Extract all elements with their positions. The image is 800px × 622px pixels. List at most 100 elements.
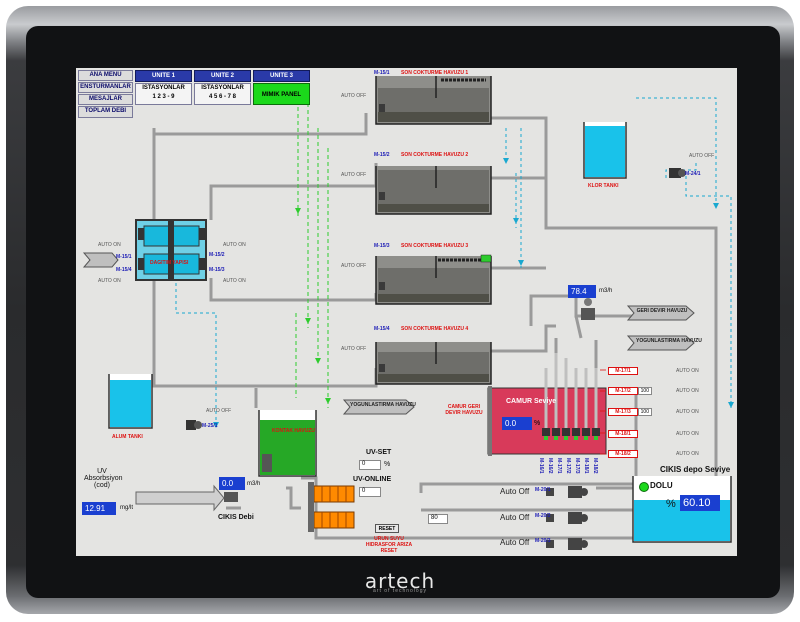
outflow-valve: [224, 492, 238, 502]
pump-m20-2-id: M-20/2: [535, 513, 551, 519]
uv-set-input[interactable]: 0: [359, 460, 381, 470]
yogunlastirma-arrow: [626, 335, 695, 351]
uv-set-unit: %: [384, 461, 391, 468]
distribution-name: DAGITIM YAPISI: [150, 260, 189, 266]
chemical-lines: [175, 97, 732, 428]
tab-unite-1[interactable]: UNITE 1: [135, 70, 192, 82]
tank-3-mode[interactable]: AUTO OFF: [341, 263, 367, 269]
pump-m17-3-value[interactable]: 100: [638, 408, 652, 416]
pump-m18-2-mode[interactable]: AUTO ON: [676, 451, 699, 457]
tank-1-shape: [375, 76, 492, 125]
brand-tagline: art of technology: [373, 588, 427, 594]
uv-reactor-shape: [308, 482, 355, 532]
tab-unite-3[interactable]: UNITE 3: [253, 70, 310, 82]
dist-left-1-mode[interactable]: AUTO ON: [98, 242, 121, 248]
menu-ensturmanlar[interactable]: ENSTURMANLAR: [78, 82, 133, 93]
yogunlastirma-label: YOGUNLASTIRMA HAVUZU: [636, 338, 702, 344]
pipe-to-depot: [491, 116, 718, 478]
pump-m17-2-id[interactable]: M-17/2: [608, 387, 638, 395]
depot-level-title: CIKIS depo Seviye: [660, 465, 731, 474]
inlet-arrow: [82, 252, 119, 268]
geri-devir-arrow: [626, 305, 695, 321]
pump-m17-1-id[interactable]: M-17/1: [608, 367, 638, 375]
dist-right-2-mode[interactable]: AUTO ON: [223, 278, 246, 284]
yogunlastirma2-label: YOGUNLASTIRMA HAVUZU: [350, 402, 416, 408]
tank-2-mode[interactable]: AUTO OFF: [341, 172, 367, 178]
chlor-tank-name: KLOR TANKI: [588, 183, 619, 189]
pump-m20-1-mode[interactable]: Auto Off: [500, 487, 530, 496]
flow-arrows: [295, 208, 331, 404]
pump-m17-2-value[interactable]: 100: [638, 387, 652, 395]
sludge-tank-name: CAMUR GERI DEVIR HAVUZU: [445, 404, 483, 416]
flow-unit: m3/h: [599, 288, 613, 294]
tank-1-name: SON COKTURME HAVUZU 1: [401, 70, 469, 76]
pump-m24-shape: [669, 168, 686, 178]
outflow-label: CIKIS Debi: [218, 514, 254, 521]
pump-m17-3-mode[interactable]: AUTO ON: [676, 409, 699, 415]
pump-m18-1-id[interactable]: M-18/1: [608, 430, 638, 438]
pump-m17-2-mode[interactable]: AUTO ON: [676, 388, 699, 394]
scada-screen: ANA MENU ENSTURMANLAR MESAJLAR TOPLAM DE…: [76, 68, 737, 556]
depot-unit: %: [666, 498, 676, 510]
tab-unite-2[interactable]: UNITE 2: [194, 70, 251, 82]
sedimentation-tanks: [375, 76, 492, 385]
distribution-structure: [135, 219, 207, 281]
sludge-level-title: CAMUR Seviye: [506, 398, 557, 405]
dist-right-1-mode[interactable]: AUTO ON: [223, 242, 246, 248]
contact-tank-name: KONTAK HAVUZU: [272, 428, 315, 434]
depot-level-value: 60.10: [680, 495, 720, 511]
tank-4-name: SON COKTURME HAVUZU 4: [401, 326, 469, 332]
dist-left-2-id: M-15/4: [116, 267, 132, 273]
tank-4-mode[interactable]: AUTO OFF: [341, 346, 367, 352]
alum-pump-id: M-25/1: [202, 423, 218, 429]
tank-3-shape: [375, 254, 492, 305]
pump-m20-2-mode[interactable]: Auto Off: [500, 513, 530, 522]
dist-right-2-id: M-15/3: [209, 267, 225, 273]
stations-range-1: 1 2 3 - 9: [152, 94, 175, 100]
menu-ana-menu[interactable]: ANA MENU: [78, 70, 133, 81]
hydrofor-reset-button[interactable]: RESET: [375, 524, 399, 533]
tank-3-id: M-15/3: [374, 243, 390, 249]
pump-m20-3-mode[interactable]: Auto Off: [500, 538, 530, 547]
pump-m18-1-mode[interactable]: AUTO ON: [676, 431, 699, 437]
stations-label-2: ISTASYONLAR: [201, 85, 244, 91]
hydrofor-label: URUN SUYU HIDRASFOR ARIZA RESET: [365, 536, 413, 554]
uv-set-label: UV-SET: [366, 449, 392, 456]
flowmeter-shape: [581, 298, 595, 320]
outflow-arrow: [135, 484, 225, 512]
sludge-level-unit: %: [534, 420, 541, 427]
stations-456-78-button[interactable]: ISTASYONLAR 4 5 6 - 7 8: [194, 83, 251, 105]
tank-1-id: M-15/1: [374, 70, 390, 76]
pump-m17-3-id[interactable]: M-17/3: [608, 408, 638, 416]
brand-logo: artech: [364, 569, 436, 593]
depot-status: DOLU: [650, 481, 673, 490]
yogunlastirma2-arrow: [342, 399, 415, 415]
mimic-panel-button[interactable]: MIMIK PANEL: [253, 83, 310, 105]
tank-2-name: SON COKTURME HAVUZU 2: [401, 152, 469, 158]
vertical-id: M-18/2: [592, 458, 598, 474]
sludge-tank-shape: [487, 353, 607, 456]
pump-m18-2-id[interactable]: M-18/2: [608, 450, 638, 458]
dist-right-1-id: M-15/2: [209, 252, 225, 258]
pump-m20-1-id: M-20/1: [535, 487, 551, 493]
pipe-tank4-feed: [152, 278, 378, 388]
uv-absorb-value: 12.91: [82, 502, 116, 515]
tank-2-id: M-15/2: [374, 152, 390, 158]
stations-123-9-button[interactable]: ISTASYONLAR 1 2 3 - 9: [135, 83, 192, 105]
tank-1-mode[interactable]: AUTO OFF: [341, 93, 367, 99]
vertical-id: M-18/1: [583, 458, 589, 474]
uv-online-value: 0: [359, 487, 381, 497]
flow-value: 78.4: [568, 285, 596, 298]
hydrofor-setpoint[interactable]: 80: [428, 514, 448, 524]
dist-left-2-mode[interactable]: AUTO ON: [98, 278, 121, 284]
alum-pump-mode[interactable]: AUTO OFF: [206, 408, 232, 414]
air-lines: [295, 93, 329, 408]
uv-absorb-unit: mg/lt: [120, 505, 134, 511]
pump-m17-1-mode[interactable]: AUTO ON: [676, 368, 699, 374]
menu-toplam-debi[interactable]: TOPLAM DEBI: [78, 106, 133, 118]
dist-left-1-id: M-15/1: [116, 254, 132, 260]
chlor-pump-mode[interactable]: AUTO OFF: [689, 153, 715, 159]
contact-tank-shape: [258, 410, 317, 477]
menu-mesajlar[interactable]: MESAJLAR: [78, 94, 133, 105]
pump-m25-shape: [186, 420, 202, 430]
